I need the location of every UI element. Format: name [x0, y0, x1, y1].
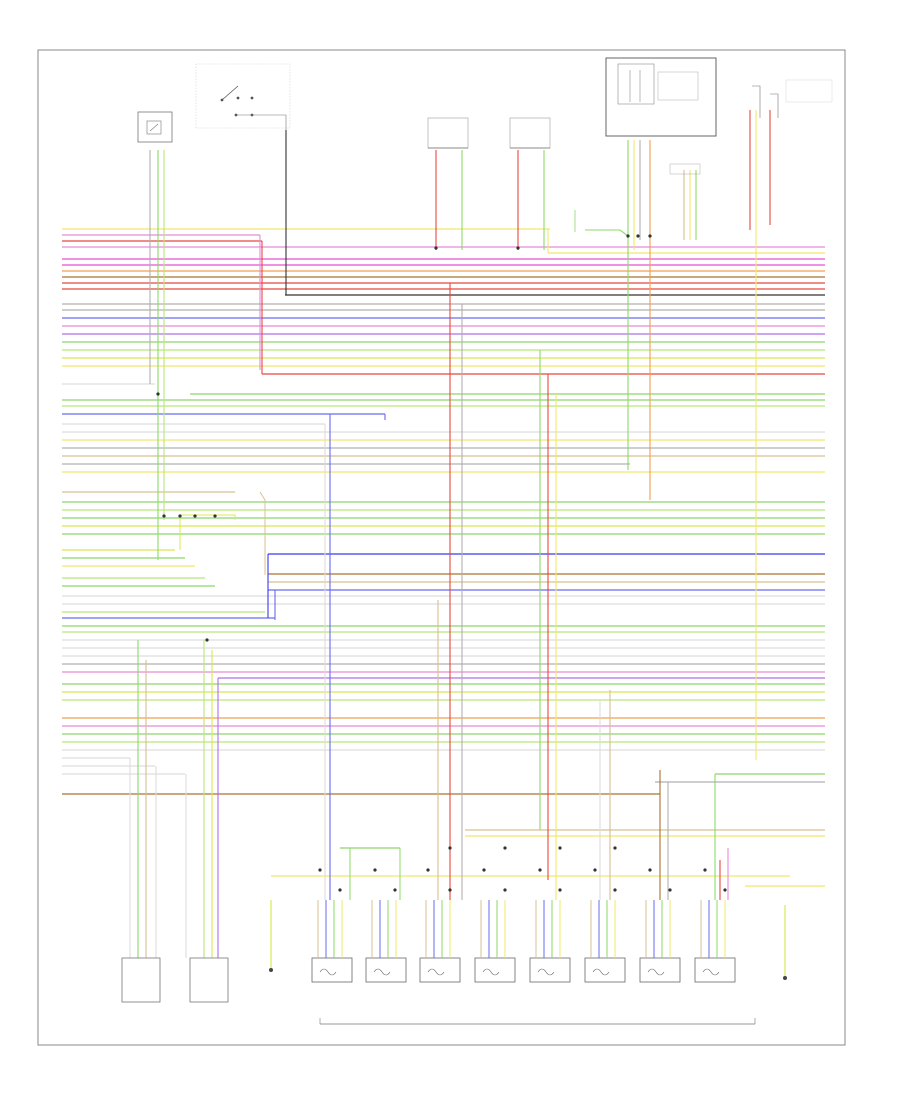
splice-point — [426, 868, 430, 872]
splice-point — [558, 888, 562, 892]
sensor-bottom-left-1 — [121, 957, 161, 1003]
coil-2 — [365, 900, 407, 983]
coil-body — [639, 957, 681, 983]
splice-point — [613, 846, 617, 850]
coil-3 — [419, 900, 461, 983]
splice-point — [178, 514, 182, 518]
horizontal-wires — [62, 228, 825, 887]
sensor-top-far-right — [752, 79, 833, 118]
splice-point — [668, 888, 672, 892]
splice-point — [613, 888, 617, 892]
splice-point — [393, 888, 397, 892]
splice-point — [503, 888, 507, 892]
coil-winding — [537, 968, 555, 976]
coil-winding — [373, 968, 391, 976]
splice-point — [723, 888, 727, 892]
coil-winding — [427, 968, 445, 976]
splice-point — [516, 246, 520, 250]
coil-body — [311, 957, 353, 983]
splice-point — [448, 888, 452, 892]
ignition-switch — [195, 63, 291, 130]
splice-point — [503, 846, 507, 850]
coil-5 — [529, 900, 571, 983]
splice-point — [434, 246, 438, 250]
coil-winding — [319, 968, 337, 976]
coil-body — [474, 957, 516, 983]
vertical-wires — [129, 110, 771, 958]
sensor-bottom-left-2 — [189, 957, 229, 1003]
splice-point — [373, 868, 377, 872]
coil-body — [694, 957, 736, 983]
coil-1 — [311, 900, 353, 983]
sensor-top-center-1 — [427, 117, 469, 149]
splice-point — [703, 868, 707, 872]
coil-body — [529, 957, 571, 983]
splice-point — [558, 846, 562, 850]
splice-point — [318, 868, 322, 872]
ground-right — [783, 905, 787, 980]
splice-point — [636, 234, 640, 238]
splice-point — [162, 514, 166, 518]
splice-point — [648, 868, 652, 872]
splice-point — [538, 868, 542, 872]
splice-point — [193, 514, 197, 518]
splice-point — [626, 234, 630, 238]
coil-body — [584, 957, 626, 983]
coil-8 — [694, 900, 736, 983]
coil-7 — [639, 900, 681, 983]
splice-point — [482, 868, 486, 872]
coil-6 — [584, 900, 626, 983]
coil-winding — [482, 968, 500, 976]
connector-gray-small — [669, 163, 701, 175]
diagram-border — [37, 49, 846, 1046]
ground-left — [269, 900, 273, 972]
coil-bus — [319, 1018, 756, 1025]
coil-body — [365, 957, 407, 983]
wire-elbow-splice — [179, 514, 236, 550]
sensor-top-center-2 — [509, 117, 551, 149]
splice-point — [205, 638, 209, 642]
wire-elbow-green — [585, 229, 629, 237]
ignition-coils — [311, 900, 736, 983]
coil-4 — [474, 900, 516, 983]
splice-point — [448, 846, 452, 850]
relay-top-left — [137, 111, 173, 143]
coil-winding — [647, 968, 665, 976]
splice-point — [648, 234, 652, 238]
wire-elbow-tan — [259, 491, 266, 575]
coil-body — [419, 957, 461, 983]
splice-point — [213, 514, 217, 518]
splice-point — [338, 888, 342, 892]
coil-winding — [592, 968, 610, 976]
splice-point — [593, 868, 597, 872]
module-top-right — [605, 57, 717, 137]
coil-winding — [702, 968, 720, 976]
splice-point — [156, 392, 160, 396]
